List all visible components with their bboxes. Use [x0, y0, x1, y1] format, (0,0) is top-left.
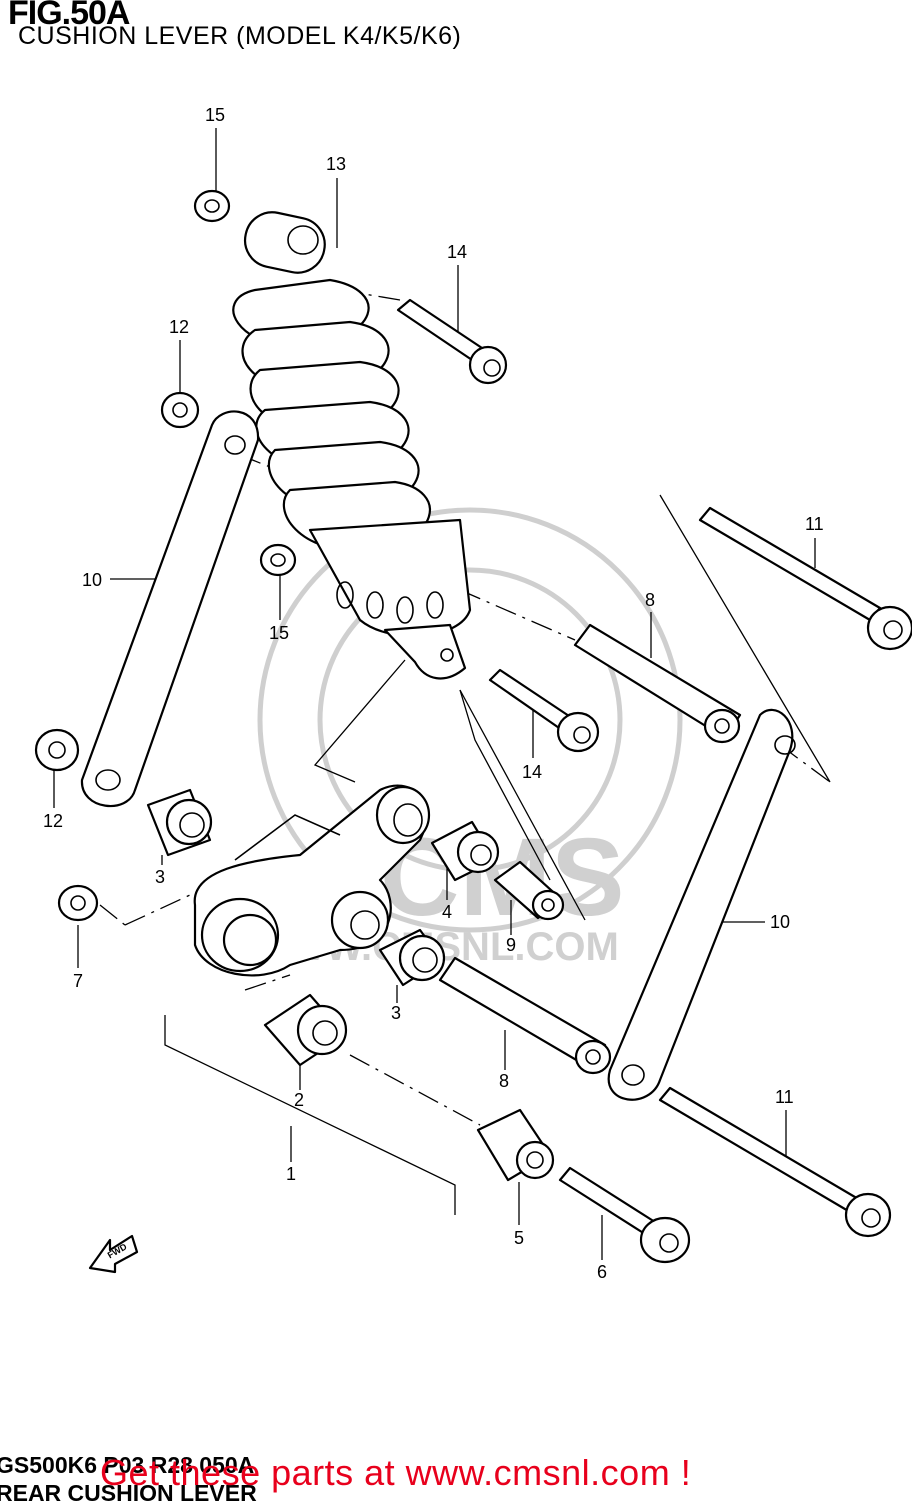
- bolt-11-bottom: [658, 1086, 892, 1238]
- callout-9: 9: [506, 935, 516, 955]
- callout-8-top: 8: [645, 590, 655, 610]
- callout-6: 6: [597, 1262, 607, 1282]
- callout-7: 7: [73, 971, 83, 991]
- shock-absorber-13: [232, 211, 472, 680]
- parts-link[interactable]: Get these parts at www.cmsnl.com !: [100, 1452, 692, 1493]
- spacer-8-top: [573, 623, 742, 744]
- callout-14-top: 14: [447, 242, 467, 262]
- callout-12-bottom: 12: [43, 811, 63, 831]
- nut-15-mid: [259, 543, 297, 577]
- callout-10-left: 10: [82, 570, 102, 590]
- callout-8-bottom: 8: [499, 1071, 509, 1091]
- nut-12-bottom: [34, 728, 80, 772]
- footer-model-code: GS500K6 P03 R28 050A: [0, 1452, 255, 1478]
- callout-13: 13: [326, 154, 346, 174]
- callout-4: 4: [442, 902, 452, 922]
- callout-14-mid: 14: [522, 762, 542, 782]
- callout-10-right: 10: [770, 912, 790, 932]
- bushing-3-left: [146, 788, 213, 857]
- figure-subtitle: CUSHION LEVER (MODEL K4/K5/K6): [18, 22, 462, 50]
- bolt-11-top: [698, 506, 912, 651]
- bushing-4: [430, 820, 500, 882]
- leader-lines: [53, 128, 831, 1260]
- bolt-14-mid: [488, 668, 600, 753]
- collar-5: [476, 1108, 555, 1182]
- callout-15-top: 15: [205, 105, 225, 125]
- nut-7: [57, 884, 99, 922]
- fwd-arrow-badge: FWD: [88, 1234, 139, 1274]
- nut-12-top: [160, 391, 200, 429]
- callout-3-left: 3: [155, 867, 165, 887]
- bushing-9: [493, 860, 565, 921]
- tie-rod-10-right: [607, 708, 796, 1101]
- tie-rod-10-left: [80, 410, 260, 808]
- bolt-6: [558, 1166, 691, 1264]
- bearing-2: [263, 993, 348, 1067]
- bolt-14-top: [396, 298, 508, 385]
- nut-15-top: [193, 189, 231, 223]
- callout-2: 2: [294, 1090, 304, 1110]
- callout-3-right: 3: [391, 1003, 401, 1023]
- figure-number: FIG.50A: [8, 0, 130, 32]
- bushing-3-right: [378, 928, 446, 987]
- callout-15-mid: 15: [269, 623, 289, 643]
- spacer-8-bottom: [438, 956, 612, 1075]
- callout-1: 1: [286, 1164, 296, 1184]
- callout-11-bottom: 11: [775, 1087, 794, 1107]
- callout-numbers: 15 13 14 12 10 11 15 8 14 12 3 4 9 10 7 …: [43, 105, 824, 1282]
- callout-5: 5: [514, 1228, 524, 1248]
- callout-11-top: 11: [805, 514, 824, 534]
- callout-12-top: 12: [169, 317, 189, 337]
- cushion-lever-1: [193, 784, 431, 977]
